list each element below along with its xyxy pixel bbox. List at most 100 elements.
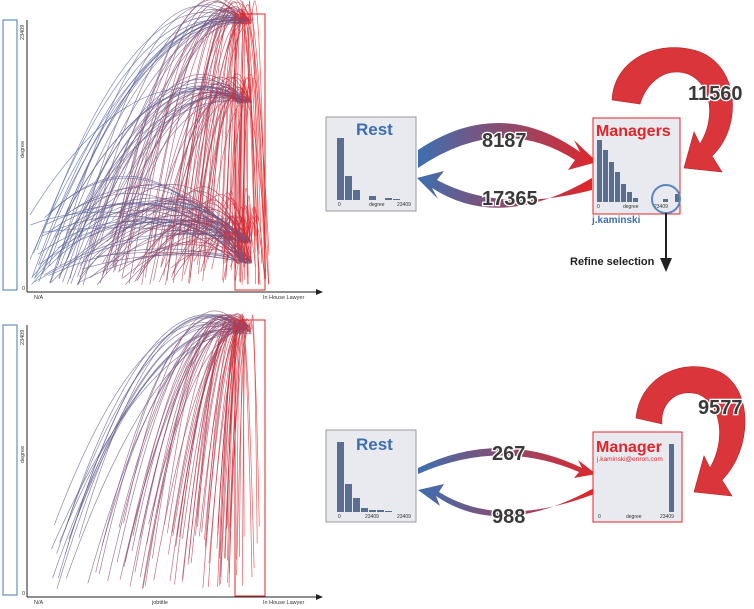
bottom-manager-hist-x0: 0 [598, 514, 601, 520]
edge-arc [123, 310, 241, 524]
edge-arc [220, 221, 244, 261]
edge-arc [240, 97, 251, 282]
top-self-loop-arrow [611, 47, 733, 173]
top-rest-node[interactable]: Rest 0 degree 23409 [325, 116, 417, 212]
top-highlight-name: j.kaminski [591, 215, 641, 226]
edge-arc [59, 79, 249, 267]
bottom-manager-node[interactable]: 9577 Manager j.kaminski@enron.com 0 degr… [592, 366, 746, 523]
top-managers-to-rest-arrow [417, 171, 592, 208]
bottom-y-max-label: 23409 [20, 330, 26, 345]
edge-arc [37, 221, 239, 265]
edge-arc [57, 5, 239, 265]
top-rest-hist-x0: 0 [338, 202, 341, 208]
top-left-selection-bar[interactable] [2, 19, 18, 291]
top-y-max-label: 23409 [20, 25, 26, 40]
edge-arc [172, 221, 252, 274]
edge-arc [99, 100, 241, 284]
histogram-bar [353, 498, 360, 512]
edge-arc [160, 202, 245, 267]
edge-arc [244, 16, 266, 272]
top-flow-self-loop: 11560 [688, 83, 743, 105]
edge-arc [249, 321, 260, 527]
bottom-selection-box[interactable] [234, 319, 266, 597]
edge-arc [102, 196, 242, 264]
bottom-flow-arrows: 267 988 [418, 442, 596, 529]
edge-arc [99, 22, 246, 244]
edge-arc [182, 1, 252, 224]
edge-arc [165, 84, 252, 286]
edge-arc [240, 14, 260, 222]
bottom-manager-hist-x1: degree [626, 514, 642, 520]
histogram-bar [603, 150, 608, 202]
bottom-x-mid-label: jobtitle [151, 600, 168, 606]
edge-arc [36, 12, 242, 251]
edge-arc [220, 314, 247, 577]
top-managers-hist-x1: degree [623, 204, 639, 210]
bottom-left-selection-bar[interactable] [2, 324, 18, 596]
bottom-x-axis-arrow [316, 594, 323, 600]
top-rest-histogram [337, 138, 400, 200]
edge-arc [146, 320, 241, 544]
edge-arc [229, 96, 242, 220]
edge-arc [48, 20, 240, 267]
edge-arc [197, 0, 246, 222]
edge-arc [79, 202, 247, 267]
edge-arc [139, 97, 243, 274]
edge-arc [234, 10, 244, 256]
top-managers-node[interactable]: 11560 Managers 0 degree 23409 j.kaminski… [570, 47, 744, 272]
edge-arc [197, 314, 240, 527]
edge-arc [114, 77, 239, 238]
edge-arc [88, 9, 240, 245]
edge-arc [234, 90, 243, 281]
edge-arc [246, 74, 263, 264]
top-rest-hist-x1: degree [369, 202, 385, 208]
histogram-bar [361, 508, 368, 512]
edge-arc [95, 314, 246, 573]
edge-arc [105, 9, 244, 275]
edge-arc [241, 326, 247, 586]
edge-arc [38, 16, 252, 266]
bottom-y-min-label: 0 [22, 591, 25, 597]
edge-arc [188, 317, 245, 559]
histogram-bar [669, 444, 674, 512]
edge-arc [123, 324, 241, 568]
bottom-rest-title: Rest [356, 435, 393, 454]
edge-arc [204, 313, 247, 547]
edge-arc [144, 1, 241, 222]
histogram-bar [633, 198, 638, 202]
bottom-rest-to-manager-arrow [418, 448, 596, 478]
histogram-bar [369, 510, 376, 512]
top-selection-box[interactable] [234, 13, 266, 291]
edge-arc [205, 321, 249, 550]
top-x-right-label: In House Lawyer [263, 295, 304, 301]
bottom-rest-hist-x1: 23409 [365, 514, 379, 520]
top-rest-to-managers-arrow [418, 122, 597, 170]
histogram-bar [377, 510, 384, 512]
bottom-rest-node[interactable]: Rest 0 23409 23409 [325, 429, 417, 523]
edge-arc [81, 254, 248, 270]
edge-arc [148, 206, 250, 256]
edge-arc [158, 216, 242, 283]
edge-arc [175, 326, 243, 547]
top-arc-plot: 23409 0 degree N/A In House Lawyer [2, 0, 323, 301]
edge-arc [102, 215, 243, 273]
edge-arc [172, 235, 245, 281]
histogram-bar [345, 484, 352, 512]
histogram-bar [369, 196, 376, 200]
edge-arc [78, 317, 241, 538]
refine-selection-label[interactable]: Refine selection [570, 256, 655, 268]
bottom-rest-hist-x2: 23409 [397, 514, 411, 520]
bottom-manager-histogram [669, 444, 674, 512]
edge-arc [68, 331, 239, 540]
bottom-flow-manager-to-rest: 988 [492, 506, 525, 528]
edge-arc [66, 19, 246, 259]
bottom-x-right-label: In House Lawyer [263, 600, 304, 606]
edge-arc [174, 314, 250, 585]
edge-arc [164, 316, 240, 525]
edge-arc [206, 87, 250, 226]
edge-arc [102, 86, 242, 276]
edge-arc [170, 249, 248, 269]
edge-arc [231, 215, 248, 244]
bottom-manager-to-rest-arrow [418, 484, 594, 517]
